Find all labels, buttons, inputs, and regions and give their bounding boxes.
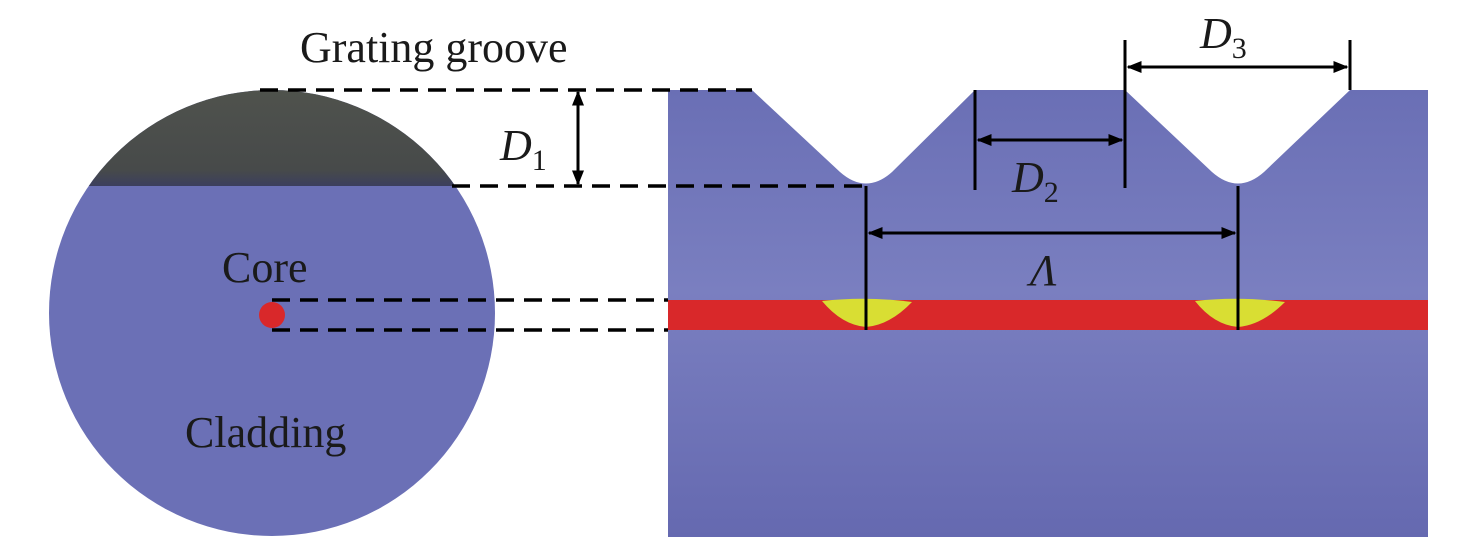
grating-groove-label: Grating groove bbox=[300, 23, 568, 72]
polished-groove-region bbox=[49, 90, 495, 186]
fiber-cross-section bbox=[49, 90, 495, 536]
d3-label: D3 bbox=[1199, 9, 1247, 65]
core-label: Core bbox=[222, 243, 308, 292]
dashed-guides bbox=[260, 88, 866, 332]
cladding-label: Cladding bbox=[185, 408, 346, 457]
dimension-lines bbox=[572, 40, 1352, 330]
d2-label: D2 bbox=[1011, 153, 1059, 209]
core-band bbox=[668, 300, 1428, 330]
period-label: Λ bbox=[1026, 246, 1057, 295]
d1-label: D1 bbox=[499, 121, 547, 177]
core-dot bbox=[259, 302, 285, 328]
hot-spot-2 bbox=[1195, 298, 1285, 327]
fiber-side-view bbox=[668, 90, 1428, 537]
